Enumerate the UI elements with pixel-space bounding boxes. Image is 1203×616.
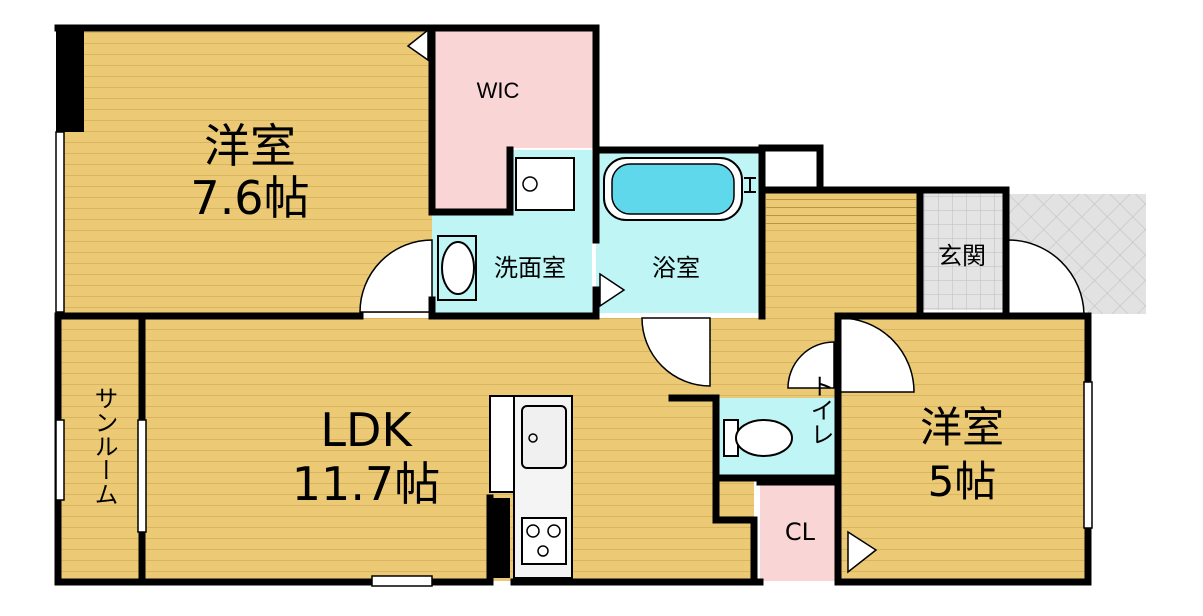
kitchen <box>489 395 573 579</box>
stove-icon <box>521 517 567 565</box>
wall <box>428 24 514 216</box>
fixtures <box>437 157 793 457</box>
wall <box>428 494 494 586</box>
window <box>371 575 433 587</box>
door-swing <box>641 317 711 387</box>
faucet-icon <box>744 177 756 193</box>
door-arrow <box>599 272 626 308</box>
closet-floor <box>760 484 838 581</box>
wall <box>712 394 842 482</box>
door-arrow <box>406 28 429 62</box>
wic-floor <box>432 30 594 148</box>
door-swing <box>839 317 915 393</box>
bathtub-water <box>611 163 735 215</box>
ldk-name: LDK <box>320 403 413 457</box>
fridge-space <box>490 498 510 578</box>
walls <box>54 24 1092 586</box>
sunroom-floor <box>60 318 142 581</box>
washer-icon <box>515 157 575 211</box>
backsplash <box>489 395 515 493</box>
wic-label: WIC <box>477 78 520 103</box>
ldk-floor <box>142 318 754 581</box>
door-swing <box>359 239 433 313</box>
entrance-floor <box>920 192 1006 310</box>
porch-floor <box>1006 194 1146 314</box>
wall <box>756 478 842 586</box>
toilet-bowl-icon <box>735 419 793 457</box>
door-arrow <box>847 530 878 574</box>
sink-icon <box>521 405 567 469</box>
western-room-large-size: 7.6帖 <box>190 171 309 225</box>
closet-label: CL <box>785 518 816 546</box>
wall-pillar <box>56 26 84 132</box>
wall <box>54 312 376 586</box>
wall <box>834 524 1092 586</box>
wic-floor-lower <box>432 148 510 212</box>
window <box>55 131 65 313</box>
stairs-step <box>766 196 916 226</box>
ldk-size: 11.7帖 <box>292 457 440 511</box>
wall <box>712 480 758 586</box>
sink-drain-icon <box>528 433 538 443</box>
burner-icon <box>537 545 549 557</box>
toilet-label: トイレ <box>806 374 834 446</box>
western-room-large-name: 洋室 <box>204 119 296 173</box>
window <box>1083 381 1093 529</box>
western-room-large-floor <box>60 30 432 313</box>
windows <box>55 131 1093 587</box>
wall <box>834 312 1092 386</box>
burner-icon <box>526 524 540 538</box>
washroom-label: 洗面室 <box>494 254 566 282</box>
door-swing <box>787 341 835 389</box>
room-labels: 洋室 7.6帖 WIC 洗面室 浴室 玄関 サンルーム LDK 11.7帖 トイ… <box>90 78 1004 546</box>
window <box>55 419 65 501</box>
western-room-small-name: 洋室 <box>920 403 1004 452</box>
washbasin-counter <box>437 235 477 301</box>
entrance-label: 玄関 <box>938 242 986 270</box>
sunroom-label: サンルーム <box>90 386 118 506</box>
western-room-small-size: 5帖 <box>928 457 997 506</box>
washer-drum-icon <box>522 176 538 192</box>
washbasin-icon <box>441 241 475 295</box>
window <box>137 419 147 533</box>
burner-icon <box>547 524 561 538</box>
bath-label: 浴室 <box>652 254 700 282</box>
door-swing <box>1007 239 1085 315</box>
wall <box>428 296 600 320</box>
doors <box>359 28 1085 574</box>
wall <box>816 186 1010 316</box>
